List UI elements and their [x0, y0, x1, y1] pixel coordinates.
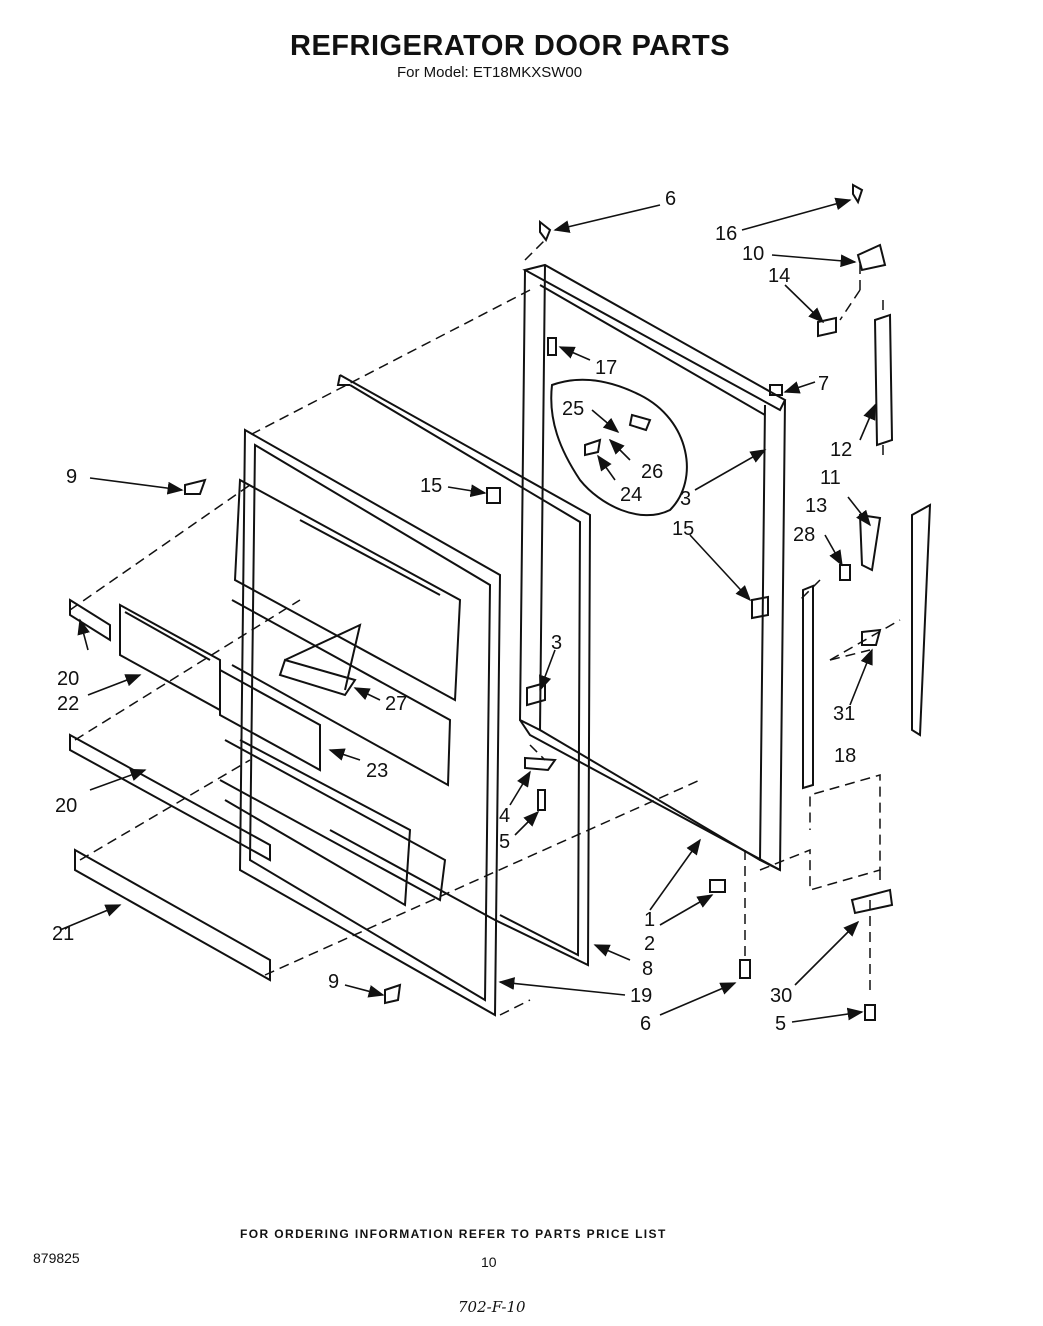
callout-label: 12	[830, 439, 852, 461]
callout-label: 24	[620, 484, 642, 506]
callout-label: 6	[665, 188, 676, 210]
callout-label: 25	[562, 398, 584, 420]
callout-label: 14	[768, 265, 790, 287]
callout-label: 30	[770, 985, 792, 1007]
callout-label: 28	[793, 524, 815, 546]
callout-label: 23	[366, 760, 388, 782]
callout-label: 22	[57, 693, 79, 715]
side-trims	[550, 313, 932, 790]
callout-label: 31	[833, 703, 855, 725]
callout-label: 17	[595, 357, 617, 379]
alignment-lines	[69, 239, 901, 1016]
door-gasket	[329, 374, 592, 967]
callout-label: 15	[672, 518, 694, 540]
callout-label: 2	[644, 933, 655, 955]
callout-label: 3	[551, 632, 562, 654]
callout-label: 19	[630, 985, 652, 1007]
page-title: REFRIGERATOR DOOR PARTS	[290, 30, 731, 62]
door-outer-panel	[518, 263, 787, 872]
callout-label: 5	[499, 831, 510, 853]
callout-label: 9	[66, 466, 77, 488]
callout-labels: 6 16 10 14 17 7 25 12 26 24 9 15 3 11 15…	[52, 188, 856, 1035]
handwritten-code: 702-F-10	[458, 1298, 526, 1316]
callout-label: 15	[420, 475, 442, 497]
door-shelves	[69, 598, 357, 982]
callout-label: 3	[680, 488, 691, 510]
callout-label: 6	[640, 1013, 651, 1035]
callout-label: 5	[775, 1013, 786, 1035]
callout-label: 4	[499, 805, 510, 827]
callout-label: 27	[385, 693, 407, 715]
callout-label: 21	[52, 923, 74, 945]
callout-label: 16	[715, 223, 737, 245]
door-inner-liner	[219, 428, 502, 1017]
callout-label: 26	[641, 461, 663, 483]
callout-label: 20	[57, 668, 79, 690]
hardware-parts	[184, 183, 894, 1021]
leader-arrows	[59, 197, 876, 1023]
callout-label: 11	[820, 467, 841, 489]
callout-label: 10	[742, 243, 764, 265]
page-number: 10	[481, 1254, 497, 1270]
ordering-note: FOR ORDERING INFORMATION REFER TO PARTS …	[240, 1227, 667, 1241]
callout-label: 9	[328, 971, 339, 993]
document-number: 879825	[33, 1250, 80, 1266]
callout-label: 13	[805, 495, 827, 517]
callout-label: 20	[55, 795, 77, 817]
model-subtitle: For Model: ET18MKXSW00	[397, 64, 583, 81]
callout-label: 8	[642, 958, 653, 980]
callout-label: 18	[834, 745, 856, 767]
callout-label: 1	[644, 909, 655, 931]
callout-label: 7	[818, 373, 829, 395]
